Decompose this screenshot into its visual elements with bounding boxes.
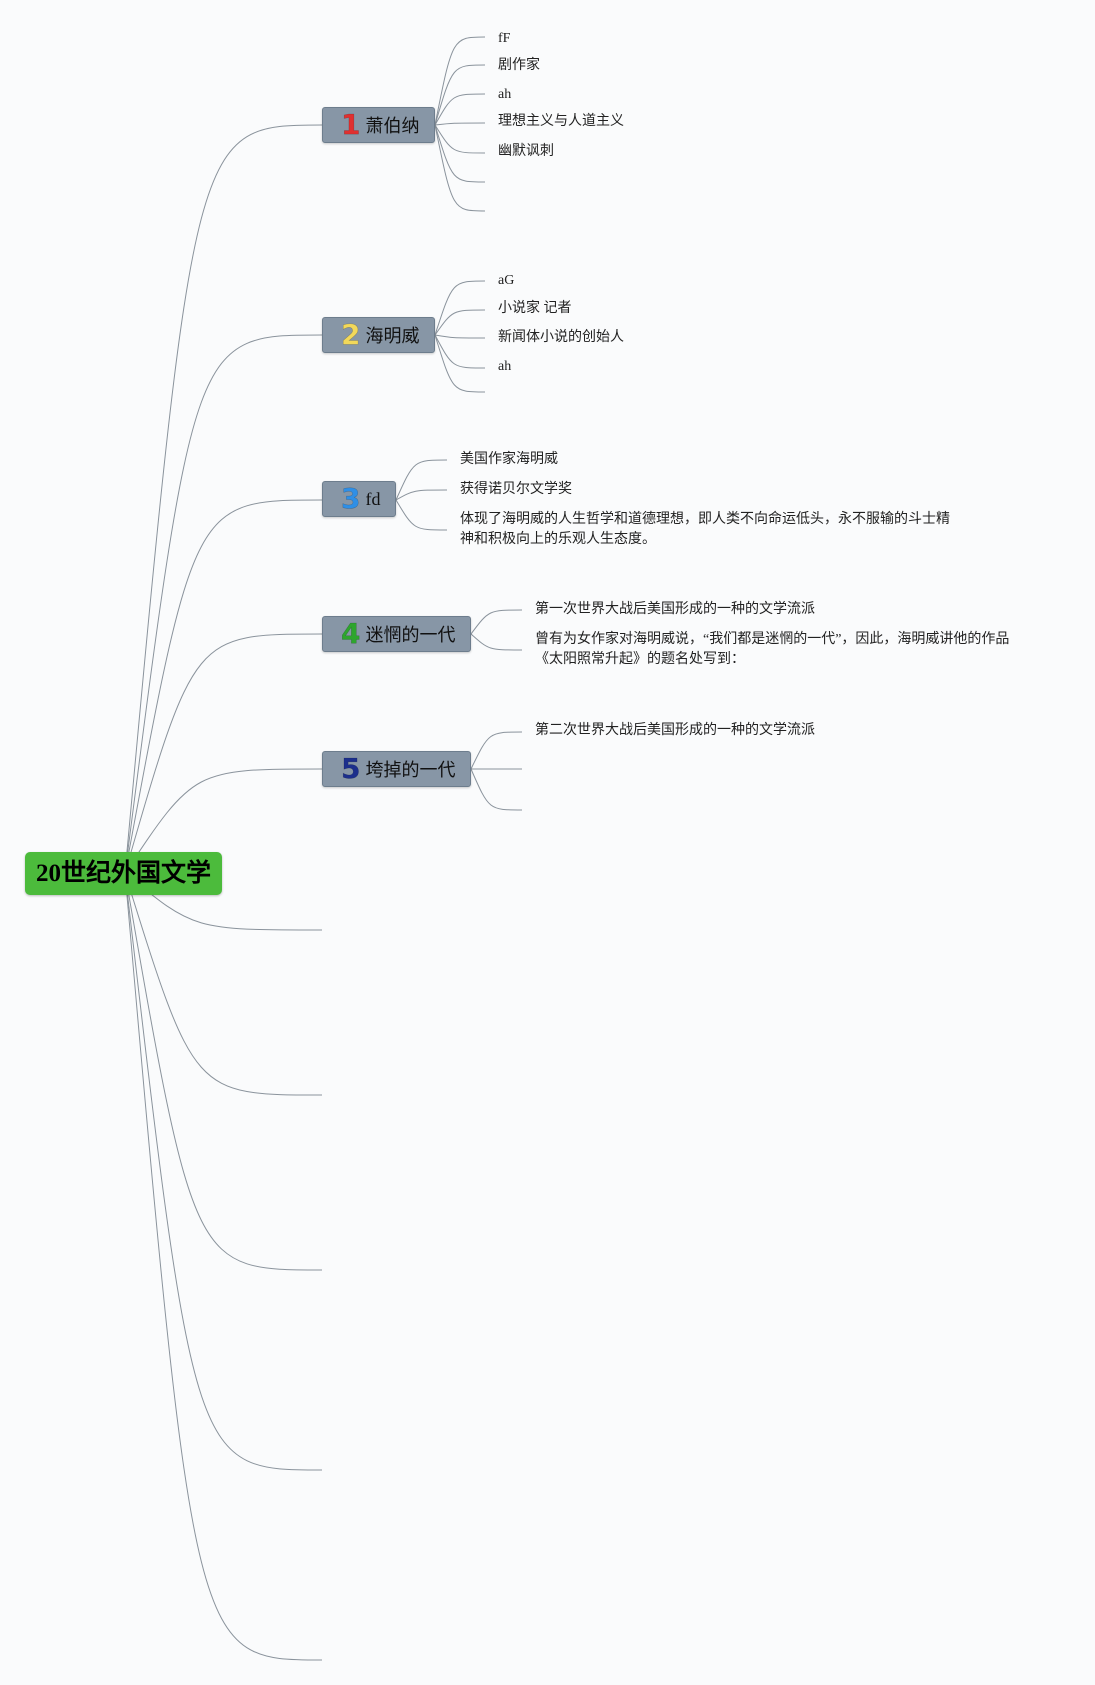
branch-label: 垮掉的一代 <box>365 760 456 780</box>
branch-1-topic[interactable]: 1 萧伯纳 <box>322 107 435 143</box>
leaf-connector <box>434 36 486 126</box>
root-connector <box>124 334 323 874</box>
root-connector <box>124 872 323 1096</box>
branch-label: 迷惘的一代 <box>365 625 456 645</box>
leaf-connector <box>470 609 523 635</box>
number-4-icon: 4 <box>341 617 361 650</box>
number-1-icon: 1 <box>341 108 361 141</box>
branch-label: fd <box>365 488 381 509</box>
leaf-topic[interactable]: 曾有为女作家对海明威说，“我们都是迷惘的一代”，因此，海明威讲他的作品《太阳照常… <box>535 632 1010 667</box>
root-connector <box>124 499 323 874</box>
number-5-icon: 5 <box>341 752 361 785</box>
root-connector <box>124 124 323 874</box>
leaf-topic[interactable]: 幽默讽刺 <box>498 144 554 159</box>
leaf-topic[interactable]: ah <box>498 87 512 102</box>
leaf-connector <box>470 633 523 651</box>
leaf-connector <box>434 124 486 183</box>
leaf-topic[interactable]: 新闻体小说的创始人 <box>498 330 624 345</box>
number-3-icon: 3 <box>341 482 361 515</box>
leaf-connector <box>434 124 486 212</box>
branch-5-topic[interactable]: 5 垮掉的一代 <box>322 751 471 787</box>
root-connector <box>124 872 323 1661</box>
leaf-topic[interactable]: fF <box>498 31 511 46</box>
leaf-connector <box>434 334 486 393</box>
leaf-connector <box>434 122 486 126</box>
branch-3-topic[interactable]: 3 fd <box>322 481 396 517</box>
leaf-connector <box>434 309 486 336</box>
leaf-connector <box>434 280 486 336</box>
leaf-connector <box>434 334 486 369</box>
root-connector <box>124 872 323 1271</box>
leaf-topic[interactable]: 小说家 记者 <box>498 301 572 316</box>
leaf-topic[interactable]: 第一次世界大战后美国形成的一种的文学流派 <box>535 602 815 617</box>
leaf-topic[interactable]: 美国作家海明威 <box>460 452 558 467</box>
leaf-connector <box>434 124 486 154</box>
branch-label: 海明威 <box>365 326 420 346</box>
branch-4-topic[interactable]: 4 迷惘的一代 <box>322 616 471 652</box>
root-topic[interactable]: 20世纪外国文学 <box>25 852 222 895</box>
leaf-connector <box>434 334 486 339</box>
leaf-connector <box>470 731 523 770</box>
leaf-connector <box>395 499 448 531</box>
leaf-topic[interactable]: 理想主义与人道主义 <box>498 114 624 129</box>
branch-label: 萧伯纳 <box>365 116 420 136</box>
root-connector <box>124 633 323 874</box>
leaf-topic[interactable]: ah <box>498 359 512 374</box>
leaf-connector <box>434 93 486 126</box>
leaf-topic[interactable]: 获得诺贝尔文学奖 <box>460 482 572 497</box>
branch-2-topic[interactable]: 2 海明威 <box>322 317 435 353</box>
leaf-topic[interactable]: 第二次世界大战后美国形成的一种的文学流派 <box>535 723 815 738</box>
root-connector <box>124 768 323 874</box>
leaf-topic[interactable]: 体现了海明威的人生哲学和道德理想，即人类不向命运低头，永不服输的斗士精神和积极向… <box>460 512 950 547</box>
leaf-connector <box>434 64 486 126</box>
leaf-topic[interactable]: aG <box>498 273 515 288</box>
leaf-connector <box>470 768 523 811</box>
number-2-icon: 2 <box>341 318 361 351</box>
leaf-topic[interactable]: 剧作家 <box>498 58 540 73</box>
root-connector <box>124 872 323 1471</box>
leaf-connector <box>395 459 448 501</box>
leaf-connector <box>395 489 448 501</box>
